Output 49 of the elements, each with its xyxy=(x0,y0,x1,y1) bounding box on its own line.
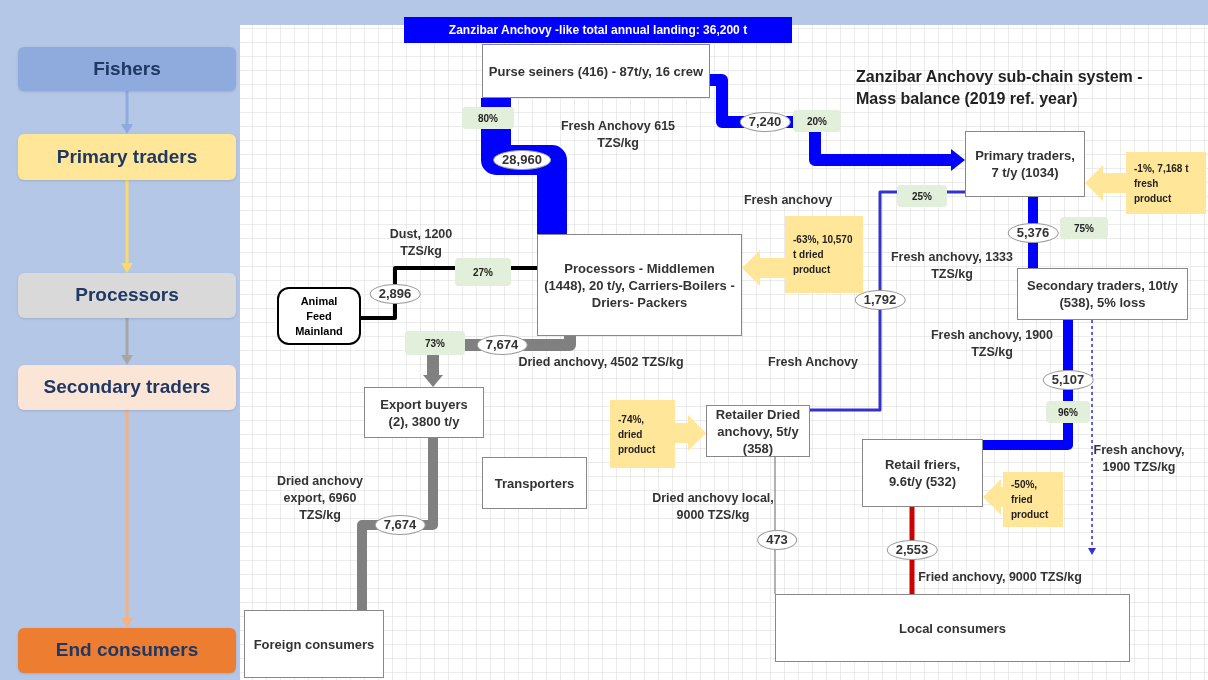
callout-arrow xyxy=(1085,165,1126,201)
flow-label: Fresh Anchovy xyxy=(767,354,859,371)
percentage-tag: 96% xyxy=(1046,401,1090,423)
flow-arrow xyxy=(121,91,133,134)
flow-label: Fresh anchovy xyxy=(742,192,834,209)
callout-arrow xyxy=(983,479,1003,515)
actor-box: Local consumers xyxy=(775,594,1130,662)
actor-box: Export buyers (2), 3800 t/y xyxy=(364,387,484,438)
flow-label: Fried anchovy, 9000 TZS/kg xyxy=(917,569,1083,586)
actor-box: Processors - Middlemen (1448), 20 t/y, Carriers-Boilers - Driers- Packers xyxy=(537,234,742,336)
percentage-tag: 25% xyxy=(897,185,947,207)
loss-callout: -63%, 10,570 t dried product xyxy=(785,216,863,293)
actor-box: Purse seiners (416) - 87t/y, 16 crew xyxy=(482,44,710,98)
percentage-tag: 75% xyxy=(1060,217,1108,239)
flow-label: Fresh Anchovy 615 TZS/kg xyxy=(559,118,677,152)
flow-label: Dust, 1200 TZS/kg xyxy=(388,226,454,260)
actor-box: Foreign consumers xyxy=(244,610,384,678)
flow-label: Dried anchovy local, 9000 TZS/kg xyxy=(651,490,775,524)
flow-label: Dried anchovy export, 6960 TZS/kg xyxy=(275,473,365,524)
rounded-box: Animal Feed Mainland xyxy=(277,287,361,345)
loss-callout: -1%, 7,168 t fresh product xyxy=(1126,152,1206,214)
percentage-tag: 80% xyxy=(462,107,514,129)
diagram-heading: Zanzibar Anchovy sub-chain system - Mass balance (2019 ref. year) xyxy=(856,66,1186,110)
actor-box: Primary traders, 7 t/y (1034) xyxy=(965,131,1085,197)
callout-arrow xyxy=(675,415,706,451)
percentage-tag: 20% xyxy=(793,110,841,132)
percentage-tag: 27% xyxy=(455,258,511,286)
flow-arrow xyxy=(121,410,133,628)
callout-arrow xyxy=(742,250,785,286)
flow-label: Fresh anchovy, 1900 TZS/kg xyxy=(1092,442,1186,476)
flow-arrow xyxy=(1088,319,1096,555)
stage-box: Processors xyxy=(18,273,236,318)
flow-label: Dried anchovy, 4502 TZS/kg xyxy=(517,354,685,371)
loss-callout: -74%, dried product xyxy=(610,400,675,468)
flow-arrow xyxy=(121,180,133,273)
actor-box: Retailer Dried anchovy, 5t/y (358) xyxy=(706,405,810,457)
flow-arrow xyxy=(121,318,133,365)
stage-box: Secondary traders xyxy=(18,365,236,410)
stage-box: Fishers xyxy=(18,47,236,91)
actor-box: Secondary traders, 10t/y (538), 5% loss xyxy=(1017,268,1188,320)
actor-box: Transporters xyxy=(482,457,587,509)
flow-label: Fresh anchovy, 1900 TZS/kg xyxy=(929,327,1055,361)
title-banner: Zanzibar Anchovy -like total annual landing: 36,200 t xyxy=(404,17,792,43)
percentage-tag: 73% xyxy=(405,331,465,355)
actor-box: Retail friers, 9.6t/y (532) xyxy=(862,439,983,507)
stage-box: Primary traders xyxy=(18,134,236,180)
stage-box: End consumers xyxy=(18,628,236,673)
flow-label: Fresh anchovy, 1333 TZS/kg xyxy=(889,249,1015,283)
loss-callout: -50%, fried product xyxy=(1003,472,1063,527)
